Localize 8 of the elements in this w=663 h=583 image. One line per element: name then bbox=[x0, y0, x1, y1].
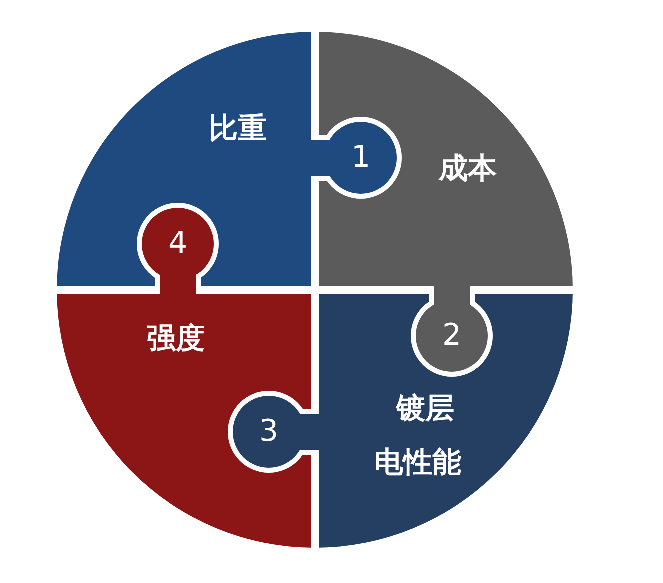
callout-number: 3 bbox=[259, 414, 279, 450]
piece-label: 比重 bbox=[209, 110, 267, 147]
callout-number: 4 bbox=[168, 226, 188, 262]
piece-label: 镀层电性能 bbox=[374, 390, 462, 481]
piece-label: 强度 bbox=[147, 320, 205, 357]
callout-number: 1 bbox=[351, 140, 371, 176]
callout-number: 2 bbox=[442, 318, 462, 354]
piece-label: 成本 bbox=[439, 150, 497, 187]
